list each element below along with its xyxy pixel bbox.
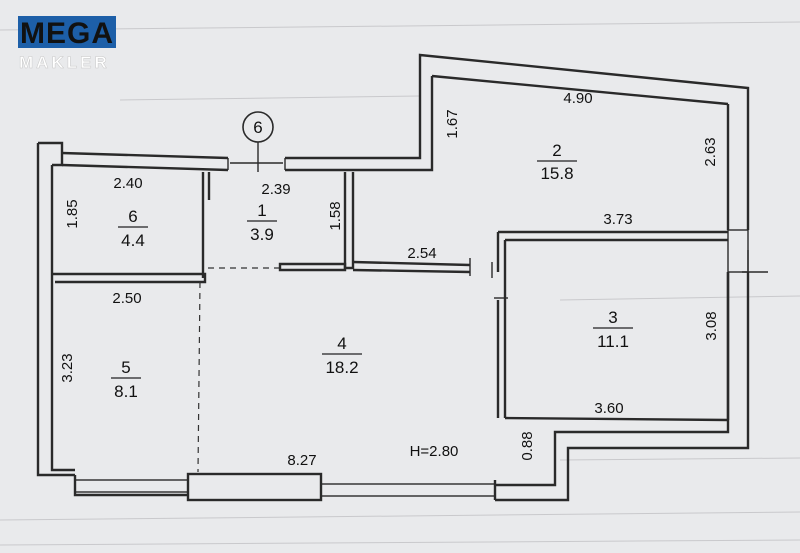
dimension-3-08: 3.08: [703, 311, 720, 340]
dimension-2-50: 2.50: [112, 290, 141, 307]
room-6-area: 4.4: [121, 231, 145, 250]
room2-bottom-wall: [352, 260, 471, 274]
room3-bottom-wall: [504, 416, 729, 422]
room-3-area: 11.1: [597, 332, 629, 351]
room3-left-wall: [496, 232, 507, 418]
room4-room5-divider: [197, 281, 201, 473]
top-wall-left-inner: [61, 163, 229, 172]
room-4-label: 4 18.2: [322, 334, 362, 377]
inner-walls: [52, 142, 729, 473]
room-1-area: 3.9: [250, 225, 274, 244]
dimension-2-39: 2.39: [261, 181, 290, 198]
room-4-number: 4: [337, 334, 346, 353]
top-wall-room2-inner: [431, 74, 729, 106]
right-wall-lower-outer: [495, 272, 750, 502]
outer-walls: [36, 53, 768, 502]
room-5-label: 5 8.1: [111, 358, 141, 401]
room-3-label: 3 11.1: [593, 308, 633, 351]
room-2-area: 15.8: [540, 164, 573, 183]
megamakler-logo: MEGA MAKLER: [18, 16, 116, 72]
dimension-labels: 4.90 1.67 2.63 3.73 2.40 2.39 1.85 1.58 …: [59, 90, 720, 469]
left-wall: [38, 141, 64, 167]
dimension-2-40: 2.40: [113, 175, 142, 192]
logo-box: [18, 16, 116, 48]
dimension-4-90: 4.90: [563, 90, 592, 107]
left-wall-inner: [50, 165, 75, 472]
right-wall-lower-inner: [495, 272, 730, 487]
room6-bottom-wall: [52, 272, 207, 284]
dimension-3-60: 3.60: [594, 400, 623, 417]
room-6-number: 6: [128, 207, 137, 226]
room-4-area: 18.2: [325, 358, 358, 377]
room-1-label: 1 3.9: [247, 201, 277, 244]
dimension-3-73: 3.73: [603, 211, 632, 228]
bottom-window-right: [320, 483, 496, 497]
room-3-number: 3: [608, 308, 617, 327]
room-6-label: 6 4.4: [118, 207, 148, 250]
dimension-1-85: 1.85: [64, 199, 81, 228]
bottom-window-left: [74, 479, 189, 493]
background-lines: [0, 21, 800, 546]
dimension-1-67: 1.67: [444, 109, 461, 138]
bottom-pillar: [186, 472, 323, 502]
dimension-3-23: 3.23: [59, 353, 76, 382]
dimension-2-63: 2.63: [702, 137, 719, 166]
room-5-number: 5: [121, 358, 130, 377]
dimension-2-54: 2.54: [407, 245, 436, 262]
room1-wall-short: [278, 262, 347, 272]
axis-marker-circle: [242, 111, 274, 143]
top-wall-mid: [285, 62, 422, 160]
dimension-8-27: 8.27: [287, 452, 316, 469]
room2-left-wall: [343, 172, 355, 270]
room-2-number: 2: [552, 141, 561, 160]
ceiling-height: H=2.80: [410, 443, 459, 460]
room-2-label: 2 15.8: [537, 141, 577, 183]
axis-marker-label: 6: [253, 118, 262, 137]
logo-text-makler: MAKLER: [19, 53, 110, 72]
room-1-number: 1: [257, 201, 266, 220]
top-wall-room2: [418, 53, 750, 230]
dimension-0-88: 0.88: [519, 431, 536, 460]
top-wall-left: [61, 151, 229, 160]
axis-marker-6: 6: [242, 111, 274, 143]
room-5-area: 8.1: [114, 382, 138, 401]
dimension-1-58: 1.58: [327, 201, 344, 230]
top-wall-mid-inner: [285, 76, 434, 172]
room3-top-wall: [498, 230, 728, 242]
right-window: [727, 229, 749, 273]
left-wall-outer: [36, 143, 75, 477]
logo-text-mega: MEGA: [20, 17, 114, 50]
